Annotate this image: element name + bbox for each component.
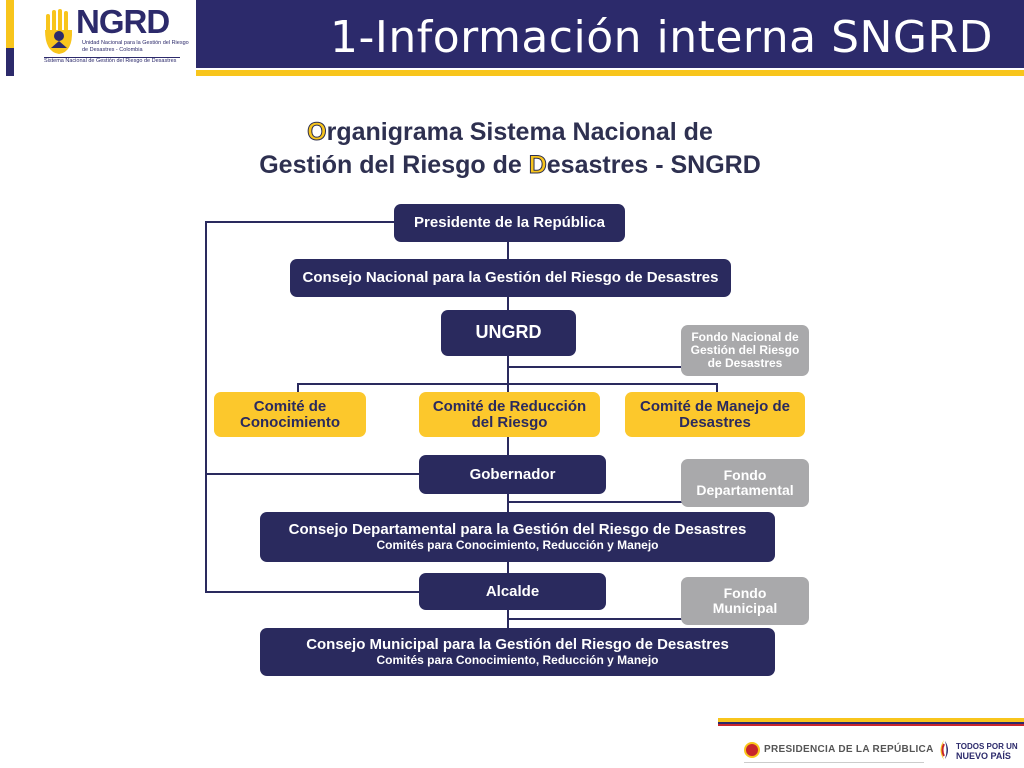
nuevo-pais-line1: TODOS POR UN [956,742,1018,751]
node-consejo-departamental-sub: Comités para Conocimiento, Reducción y M… [376,538,659,552]
title-highlight-o: O [307,118,327,147]
ngrd-logo-icon [45,9,73,54]
presidencia-text: PRESIDENCIA DE LA REPÚBLICA [764,744,934,755]
connector-fondo-departamental [509,501,745,503]
node-consejo-nacional: Consejo Nacional para la Gestión del Rie… [290,259,731,297]
header-stripe [196,70,1024,76]
node-comite-manejo: Comité de Manejo de Desastres [625,392,805,437]
node-consejo-departamental-label: Consejo Departamental para la Gestión de… [288,521,747,538]
node-comite-conocimiento: Comité de Conocimiento [214,392,366,437]
title-line1-text: rganigrama Sistema Nacional de [326,118,713,146]
title-line2-text-b: esastres - SNGRD [546,151,761,179]
node-presidente: Presidente de la República [394,204,625,242]
connector-fondo-nacional [509,366,745,368]
header-accent-yellow [6,0,14,48]
node-consejo-municipal-sub: Comités para Conocimiento, Reducción y M… [376,653,659,667]
node-fondo-nacional: Fondo Nacional de Gestión del Riesgo de … [681,325,809,376]
connector-left-gobernador [205,473,420,475]
node-gobernador: Gobernador [419,455,606,494]
node-consejo-municipal-label: Consejo Municipal para la Gestión del Ri… [306,636,729,653]
footer-stripe-yellow [718,718,1024,722]
node-fondo-departamental: Fondo Departamental [681,459,809,507]
connector-left-top [205,221,395,223]
node-ungrd: UNGRD [441,310,576,356]
node-comite-reduccion: Comité de Reducción del Riesgo [419,392,600,437]
logo-bottom-text: Sistema Nacional de Gestión del Riesgo d… [44,58,177,64]
nuevo-pais-logo-icon [940,740,948,760]
presidencia-seal-icon [744,742,760,758]
diagram-title-line1: Organigrama Sistema Nacional de [200,116,820,149]
header-accent-navy [6,48,14,76]
title-highlight-d: D [528,151,547,180]
connector-comite-right [716,383,718,393]
presidencia-underline [744,762,924,763]
diagram-title: Organigrama Sistema Nacional de Gestión … [200,116,820,182]
connector-comites-horizontal [297,383,718,385]
footer-stripe-red [718,724,1024,726]
diagram-title-line2: Gestión del Riesgo de Desastres - SNGRD [200,149,820,182]
connector-fondo-municipal [509,618,745,620]
nuevo-pais-line2: NUEVO PAÍS [956,751,1011,761]
slide-title: 1-Información interna SNGRD [330,12,993,63]
logo-subtitle: Unidad Nacional para la Gestión del Ries… [82,40,189,53]
node-consejo-municipal: Consejo Municipal para la Gestión del Ri… [260,628,775,676]
header-band [196,0,1024,68]
node-alcalde: Alcalde [419,573,606,610]
connector-left-vertical [205,221,207,593]
title-line2-text-a: Gestión del Riesgo de [259,151,529,179]
logo-wordmark: NGRD [76,3,170,40]
node-fondo-municipal: Fondo Municipal [681,577,809,625]
logo-divider [44,57,180,58]
footer-stripe-navy [718,722,1024,724]
node-consejo-departamental: Consejo Departamental para la Gestión de… [260,512,775,562]
connector-left-alcalde [205,591,420,593]
connector-comite-left [297,383,299,393]
node-ungrd-label: UNGRD [475,322,542,342]
